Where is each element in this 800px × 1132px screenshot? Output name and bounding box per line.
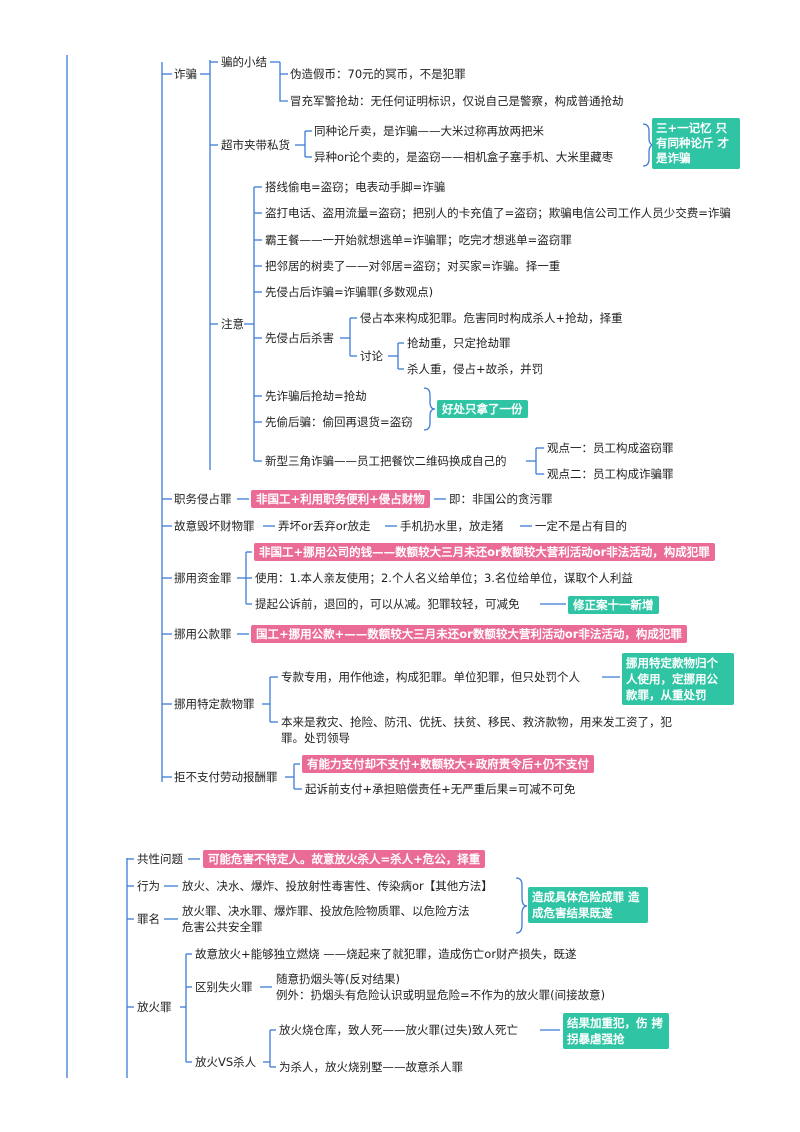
special-goods-2b: 罪。处罚领导 (281, 731, 350, 745)
tag-one-benefit: 好处只拿了一份 (437, 400, 528, 418)
destroy-c: 一定不是占有目的 (535, 519, 627, 533)
vs-kill-a: 放火烧仓库，致人死——放火罪(过失)致人死亡 (279, 1023, 518, 1037)
note-8: 先偷后骗：偷回再退货=盗窃 (265, 415, 413, 429)
note-1: 搭线偷电=盗窃；电表动手脚=诈骗 (265, 180, 446, 194)
note-5: 先侵占后诈骗=诈骗罪(多数观点) (265, 285, 434, 299)
negligent-b: 例外：扔烟头有危险认识或明显危险=不作为的放火罪(间接故意) (276, 988, 606, 1002)
special-goods-2a: 本来是救灾、抢险、防汛、优抚、扶贫、移民、救济款物，用来发工资了，犯 (281, 715, 672, 729)
negligent-a: 随意扔烟头等(反对结果) (276, 972, 400, 986)
destroy-b: 手机扔水里，放走猪 (400, 519, 504, 533)
node-destroy: 故意毁坏财物罪 (174, 519, 255, 533)
duty-encroach-note: 即：非国公的贪污罪 (449, 492, 553, 506)
note-3: 霸王餐——一开始就想逃单=诈骗罪；吃完才想逃单=盗窃罪 (265, 233, 572, 247)
node-common: 共性问题 (137, 852, 183, 866)
note-6-item-1: 侵占本来构成犯罪。危害同时构成杀人+抢劫，择重 (360, 311, 623, 325)
note-7: 先诈骗后抢劫=抢劫 (265, 389, 367, 403)
funds-use: 使用：1.本人亲友使用；2.个人名义给单位；3.名位给单位，谋取个人利益 (255, 571, 633, 585)
summary-item-1: 伪造假币：70元的冥币，不是犯罪 (290, 67, 466, 81)
discuss-2: 杀人重，侵占+故杀，并罚 (407, 362, 544, 376)
node-acts: 行为 (137, 879, 160, 893)
names-line-2: 危害公共安全罪 (182, 920, 263, 934)
special-goods-1: 专款专用，用作他途，构成犯罪。单位犯罪，但只处罚个人 (281, 670, 580, 684)
node-supermarket: 超市夹带私货 (221, 138, 290, 152)
view-1: 观点一：员工构成盗窃罪 (547, 441, 674, 455)
arson-1: 故意放火+能够独立燃烧 ——烧起来了就犯罪，造成伤亡or财产损失，既遂 (195, 947, 577, 961)
node-duty-encroach: 职务侵占罪 (174, 492, 232, 506)
node-refuse-pay: 拒不支付劳动报酬罪 (174, 770, 278, 784)
discuss-1: 抢劫重，只定抢劫罪 (407, 336, 511, 350)
supermarket-item-2: 异种or论个卖的，是盗窃——相机盒子塞手机、大米里藏枣 (314, 150, 614, 164)
tag-same-kind: 三+一记忆 只有同种论斤 才是诈骗 (652, 118, 740, 169)
acts-text: 放火、决水、爆炸、投放射性毒害性、传染病or【其他方法】 (182, 879, 493, 893)
node-negligent-fire: 区别失火罪 (195, 980, 253, 994)
tag-refuse-pay: 有能力支付却不支付+数额较大+政府责令后+仍不支付 (302, 755, 594, 773)
tag-misappropriate-funds: 非国工+挪用公司的钱——数额较大三月未还or数额较大营利活动or非法活动，构成犯… (254, 543, 715, 561)
node-misappropriate-public: 挪用公款罪 (174, 627, 232, 641)
tag-danger-result: 造成具体危险成罪 造成危害结果既遂 (528, 887, 648, 923)
node-names: 罪名 (137, 912, 160, 926)
note-6: 先侵占后杀害 (265, 331, 334, 345)
names-line-1: 放火罪、决水罪、爆炸罪、投放危险物质罪、以危险方法 (182, 904, 470, 918)
node-arson-vs-kill: 放火VS杀人 (195, 1055, 257, 1069)
note-9: 新型三角诈骗——员工把餐饮二维码换成自己的 (265, 454, 507, 468)
tag-common: 可能危害不特定人。故意放火杀人=杀人+危公，择重 (203, 850, 486, 868)
node-special-goods: 挪用特定款物罪 (174, 697, 255, 711)
note-4: 把邻居的树卖了——对邻居=盗窃；对买家=诈骗。择一重 (265, 259, 561, 273)
node-fraud: 诈骗 (174, 67, 197, 81)
note-2: 盗打电话、盗用流量=盗窃；把别人的卡充值了=盗窃；欺骗电信公司工作人员少交费=诈… (265, 206, 731, 220)
node-misappropriate-funds: 挪用资金罪 (174, 571, 232, 585)
funds-refund: 提起公诉前，退回的，可以从减。犯罪较轻，可减免 (255, 597, 520, 611)
tag-misappropriate-public: 国工+挪用公款+——数额较大三月未还or数额较大营利活动or非法活动，构成犯罪 (251, 625, 687, 643)
node-notes: 注意 (221, 317, 244, 331)
summary-item-2: 冒充军警抢劫：无任何证明标识，仅说自己是警察，构成普通抢劫 (290, 94, 624, 108)
view-2: 观点二：员工构成诈骗罪 (547, 467, 674, 481)
note-6-discuss: 讨论 (360, 349, 383, 363)
refuse-pay-2: 起诉前支付+承担赔偿责任+无严重后果=可减不可免 (305, 782, 576, 796)
tag-aggravated: 结果加重犯，伤 拷拐暴虐强抢 (563, 1013, 669, 1049)
supermarket-item-1: 同种论斤卖，是诈骗——大米过称再放两把米 (314, 124, 544, 138)
node-small-summary: 骗的小结 (221, 55, 267, 69)
destroy-a: 弄坏or丢弃or放走 (278, 519, 371, 533)
tag-amendment-11: 修正案十一新增 (568, 596, 659, 614)
tag-special-goods: 挪用特定款物归个 人使用，定挪用公 款罪，从重处罚 (622, 653, 734, 705)
node-arson: 放火罪 (137, 1000, 172, 1014)
vs-kill-b: 为杀人，放火烧别墅——故意杀人罪 (279, 1060, 463, 1074)
tag-duty-encroach: 非国工+利用职务便利+侵占财物 (251, 490, 430, 508)
